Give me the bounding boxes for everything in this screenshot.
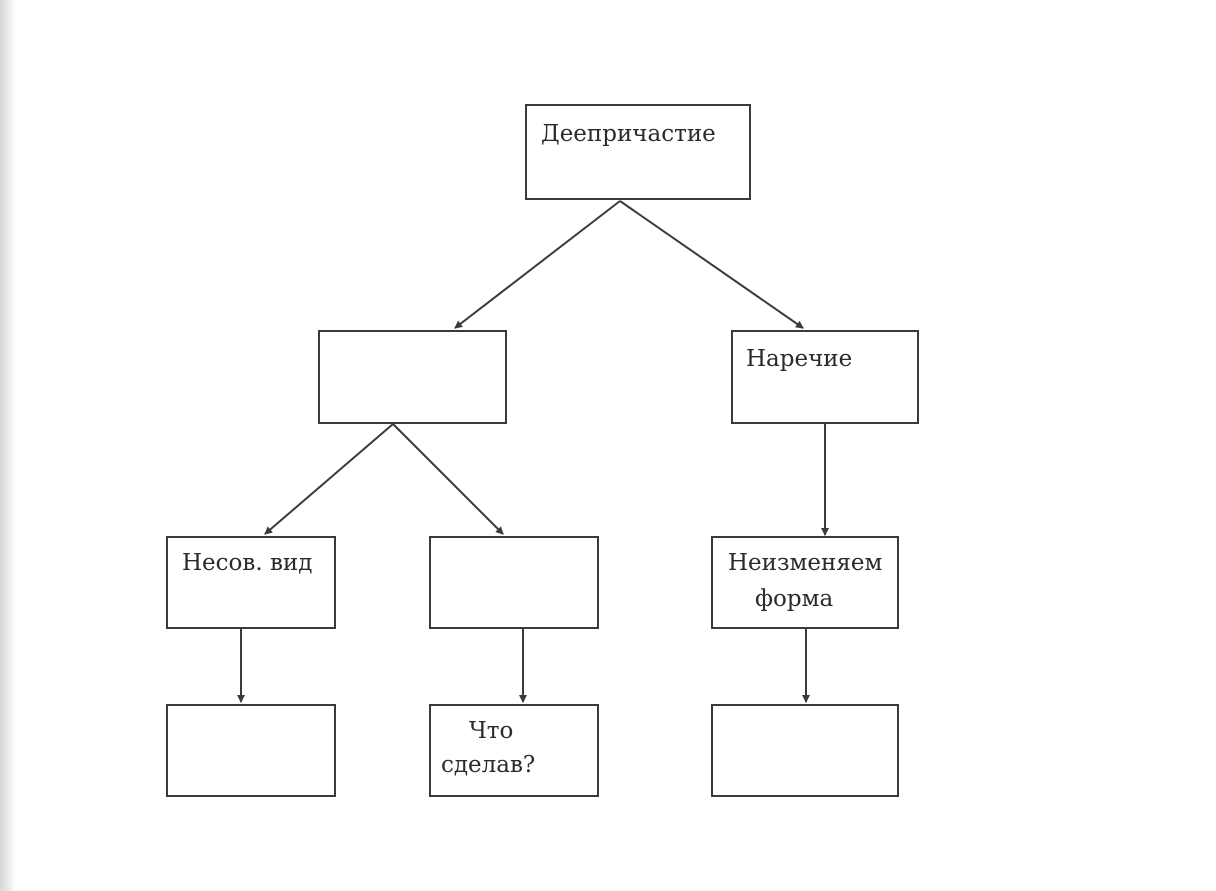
- scan-edge-shadow: [0, 0, 16, 891]
- imperfective-node-box: [166, 536, 336, 629]
- question-label-line1: Что: [469, 718, 514, 744]
- perfective-node-box: [429, 536, 599, 629]
- arrow-root-to-adverb: [619, 200, 804, 329]
- arrow-root-to-left: [454, 200, 621, 329]
- arrow-left-to-perfective: [392, 423, 504, 535]
- adverb-node-box: [731, 330, 919, 424]
- imperfective-node-label: Несов. вид: [182, 550, 313, 576]
- root-node-box: [525, 104, 751, 200]
- arrow-left-to-imperfective: [264, 423, 394, 535]
- unchangeable-child-node-box: [711, 704, 899, 797]
- left-branch-node-box: [318, 330, 507, 424]
- adverb-node-label: Наречие: [746, 346, 853, 372]
- unchangeable-form-label-line2: форма: [755, 586, 834, 612]
- unchangeable-form-label-line1: Неизменяем: [728, 550, 883, 576]
- question-node-box: [429, 704, 599, 797]
- root-node-label: Деепричастие: [541, 121, 716, 147]
- question-label-line2: сделав?: [441, 752, 536, 778]
- unchangeable-form-node-box: [711, 536, 899, 629]
- imperfective-child-node-box: [166, 704, 336, 797]
